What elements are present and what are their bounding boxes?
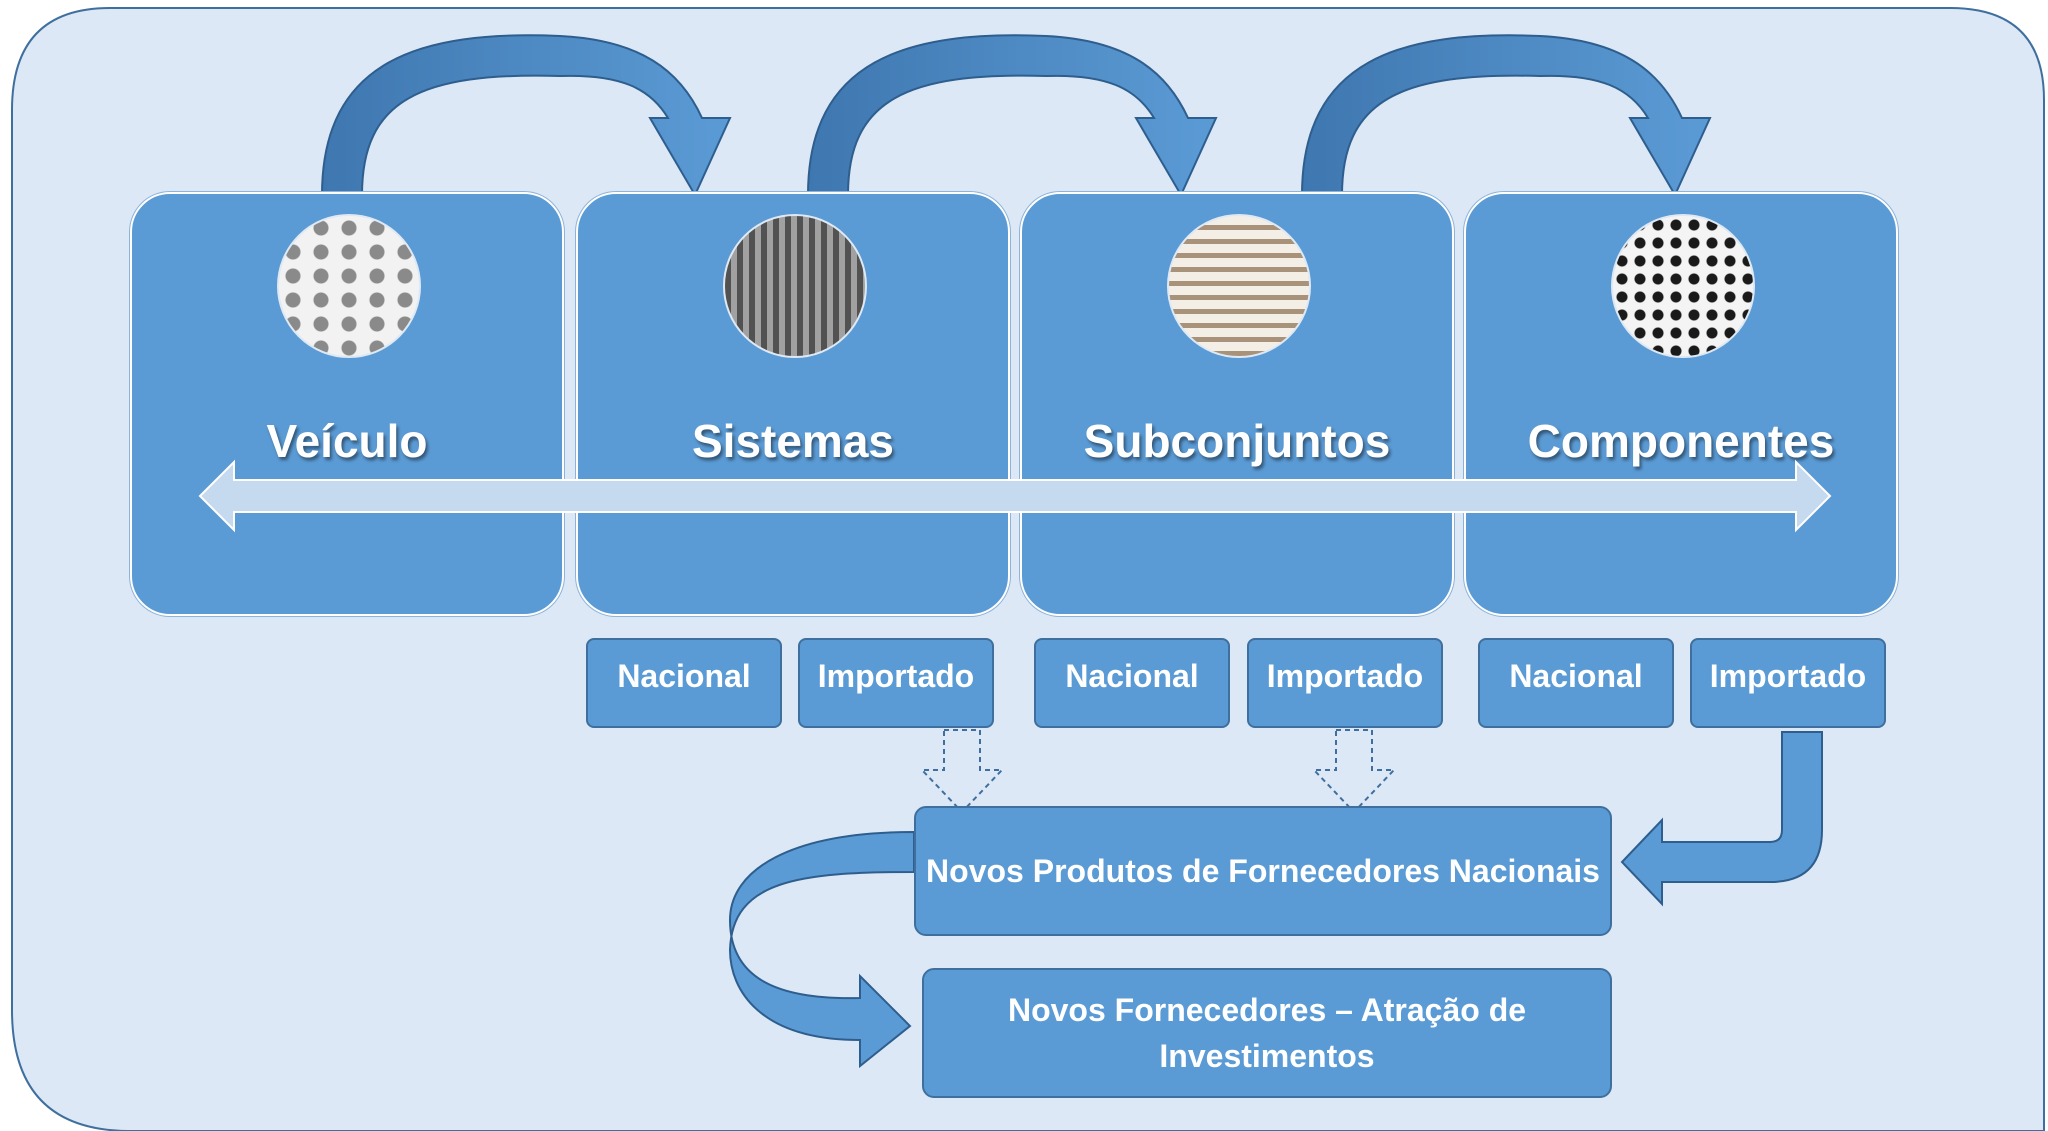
arrow-subassemblies-to-components [1300, 34, 1712, 198]
stage-box-subassemblies: Subconjuntos [1020, 192, 1454, 616]
new-products-box: Novos Produtos de Fornecedores Nacionais [914, 806, 1612, 936]
dashed-arrow-subassemblies [1311, 729, 1397, 814]
curved-arrow-to-new-suppliers [728, 830, 915, 1069]
origin-box-national: Nacional [1478, 638, 1674, 728]
dashed-arrow-systems [919, 729, 1005, 814]
stage-box-vehicle: Veículo [130, 192, 564, 616]
stage-box-systems: Sistemas [576, 192, 1010, 616]
stage-box-components: Componentes [1464, 192, 1898, 616]
arrow-vehicle-to-systems [320, 34, 732, 198]
origin-box-imported: Importado [1247, 638, 1443, 728]
stage-title: Subconjuntos [1083, 415, 1391, 467]
systems-image [723, 214, 867, 358]
stage-title: Sistemas [691, 415, 894, 467]
origin-box-national: Nacional [1034, 638, 1230, 728]
components-image [1611, 214, 1755, 358]
origin-box-imported: Importado [798, 638, 994, 728]
vehicle-image [277, 214, 421, 358]
origin-box-national: Nacional [586, 638, 782, 728]
elbow-arrow-components [1620, 731, 1823, 907]
subassemblies-image [1167, 214, 1311, 358]
stage-title: Componentes [1527, 415, 1835, 467]
stage-title: Veículo [266, 415, 428, 467]
origin-box-imported: Importado [1690, 638, 1886, 728]
new-suppliers-box: Novos Fornecedores – Atração de Investim… [922, 968, 1612, 1098]
arrow-systems-to-subassemblies [806, 34, 1218, 198]
